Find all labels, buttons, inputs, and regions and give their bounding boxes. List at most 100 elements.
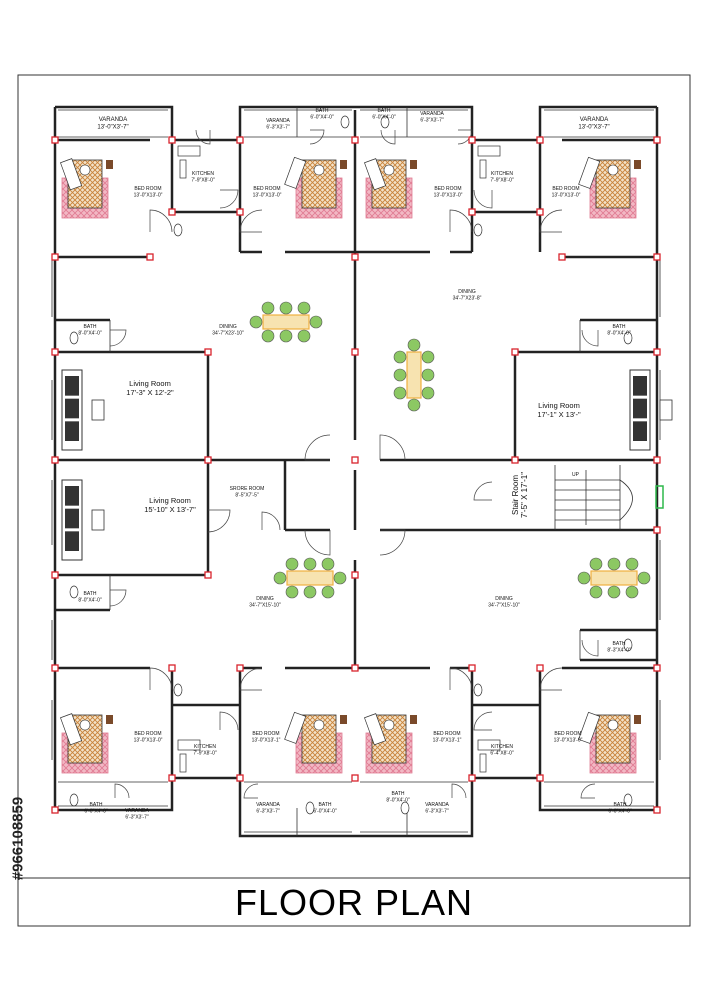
label-line: Living Room bbox=[538, 401, 580, 410]
label-line: BED ROOM bbox=[252, 731, 279, 737]
column bbox=[236, 774, 244, 782]
door-swing bbox=[581, 329, 599, 347]
label-line: BATH bbox=[613, 324, 626, 330]
column bbox=[168, 208, 176, 216]
dining-chair bbox=[393, 368, 407, 382]
label-line: VARANDA bbox=[125, 808, 149, 814]
nightstand bbox=[410, 715, 417, 724]
column bbox=[536, 136, 544, 144]
furniture bbox=[60, 115, 673, 815]
door-swing bbox=[309, 129, 325, 145]
column bbox=[51, 136, 59, 144]
column bbox=[51, 806, 59, 814]
door-swing bbox=[379, 434, 406, 461]
dining-chair bbox=[309, 315, 323, 329]
toilet bbox=[400, 801, 410, 815]
pillow bbox=[607, 719, 619, 731]
pillow bbox=[79, 164, 91, 176]
door-swing bbox=[149, 209, 173, 233]
column bbox=[51, 348, 59, 356]
dining-chair bbox=[407, 338, 421, 352]
stove bbox=[477, 739, 501, 751]
nightstand bbox=[340, 715, 347, 724]
dining-chair bbox=[637, 571, 651, 585]
sofa-seat bbox=[633, 421, 647, 441]
label-line: 6'-0"X4'-0" bbox=[313, 809, 336, 815]
column bbox=[51, 253, 59, 261]
label-line: DINING bbox=[219, 324, 237, 330]
stock-id-watermark: #966108859 bbox=[4, 770, 34, 910]
label-line: DINING bbox=[256, 596, 274, 602]
toilet bbox=[380, 115, 390, 129]
dining-chair bbox=[393, 386, 407, 400]
label-line: 6'-3"X3'-7" bbox=[425, 809, 448, 815]
pillow bbox=[79, 719, 91, 731]
column bbox=[51, 456, 59, 464]
label-line: 6'-0"X4'-0" bbox=[310, 115, 333, 121]
label-line: 13'-0"X13'-0" bbox=[134, 193, 163, 199]
sofa-seat bbox=[65, 398, 79, 419]
stair-window bbox=[655, 485, 664, 509]
kitchen-sink bbox=[179, 753, 187, 773]
door-swing bbox=[207, 509, 231, 533]
door-swing bbox=[473, 711, 493, 731]
kitchen-sink bbox=[479, 753, 487, 773]
label-line: 17'-1" X 13'-" bbox=[537, 410, 581, 419]
label-line: Living Room bbox=[149, 496, 191, 505]
dining-chair bbox=[321, 585, 335, 599]
column bbox=[653, 136, 661, 144]
column bbox=[351, 136, 359, 144]
label-line: 6'-0"X4'-0" bbox=[372, 115, 395, 121]
column bbox=[236, 208, 244, 216]
label-line: VARANDA bbox=[425, 802, 449, 808]
column bbox=[168, 664, 176, 672]
label-line: 7'-5" X 17'-1" bbox=[520, 472, 529, 518]
column bbox=[558, 253, 566, 261]
label-line: 13'-0"X13'-0" bbox=[552, 193, 581, 199]
column bbox=[653, 664, 661, 672]
door-swing bbox=[449, 209, 473, 233]
column bbox=[351, 348, 359, 356]
sofa-seat bbox=[633, 376, 647, 396]
label-line: BATH bbox=[392, 791, 405, 797]
dining-chair bbox=[589, 557, 603, 571]
door-swing bbox=[243, 783, 259, 799]
column bbox=[204, 571, 212, 579]
label-line: BED ROOM bbox=[433, 731, 460, 737]
door-swing bbox=[473, 189, 493, 209]
column bbox=[536, 774, 544, 782]
column bbox=[351, 571, 359, 579]
stock-id: #966108859 bbox=[9, 796, 27, 881]
label-line: BED ROOM bbox=[253, 186, 280, 192]
dining-chair bbox=[589, 585, 603, 599]
sofa-seat bbox=[65, 531, 79, 551]
label-line: BED ROOM bbox=[134, 731, 161, 737]
blanket bbox=[60, 713, 83, 746]
dining-chair bbox=[625, 585, 639, 599]
column bbox=[168, 774, 176, 782]
column bbox=[536, 664, 544, 672]
label-line: BATH bbox=[90, 802, 103, 808]
column bbox=[468, 208, 476, 216]
label-line: BATH bbox=[613, 641, 626, 647]
dining-chair bbox=[303, 557, 317, 571]
door-swing bbox=[149, 667, 173, 691]
pillow bbox=[313, 719, 325, 731]
label-line: BED ROOM bbox=[134, 186, 161, 192]
door-swing bbox=[109, 329, 127, 347]
label-line: 7'-9"X8'-0" bbox=[490, 178, 513, 184]
dining-chair bbox=[421, 350, 435, 364]
